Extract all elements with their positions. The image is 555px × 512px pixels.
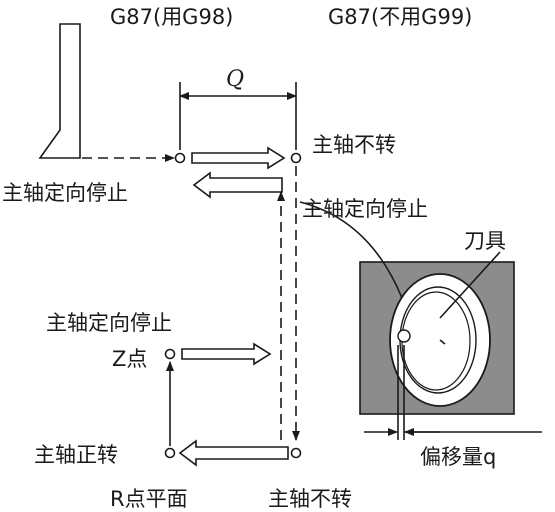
- shifted-point-bottom: [290, 447, 302, 459]
- q-dimension: Q: [179, 67, 297, 150]
- label-offset-q: 偏移量q: [420, 445, 496, 469]
- tool-tip: [397, 329, 411, 343]
- label-orient-stop-right: 主轴定向停止: [302, 197, 428, 221]
- shifted-point-top: [290, 152, 302, 164]
- label-spindle-cw: 主轴正转: [34, 443, 118, 467]
- header-g98: G87(用G98): [110, 5, 233, 29]
- label-z-point: Z点: [112, 347, 147, 371]
- offset-dimension: 偏移量q: [364, 345, 542, 469]
- label-r-plane: R点平面: [110, 487, 188, 511]
- q-label: Q: [226, 67, 244, 92]
- label-spindle-stop-top: 主轴不转: [312, 133, 396, 157]
- start-point: [174, 152, 186, 164]
- label-orient-stop-left: 主轴定向停止: [2, 181, 128, 205]
- workpiece-section: [359, 261, 515, 415]
- z-point: [164, 348, 176, 360]
- header-g99: G87(不用G99): [328, 5, 472, 29]
- label-orient-stop-mid: 主轴定向停止: [46, 311, 172, 335]
- shift-arrow-z: [181, 342, 272, 366]
- tool-body: [401, 291, 471, 391]
- return-arrow-top: [192, 171, 283, 199]
- leader-orient-stop: [299, 201, 403, 299]
- return-arrow-bottom: [178, 439, 289, 467]
- leader-tool: [439, 251, 501, 319]
- r-point: [164, 447, 176, 459]
- shift-arrow-top: [191, 146, 286, 170]
- label-spindle-stop-bottom: 主轴不转: [268, 487, 352, 511]
- boring-bar: [38, 23, 81, 159]
- label-tool: 刀具: [464, 229, 506, 253]
